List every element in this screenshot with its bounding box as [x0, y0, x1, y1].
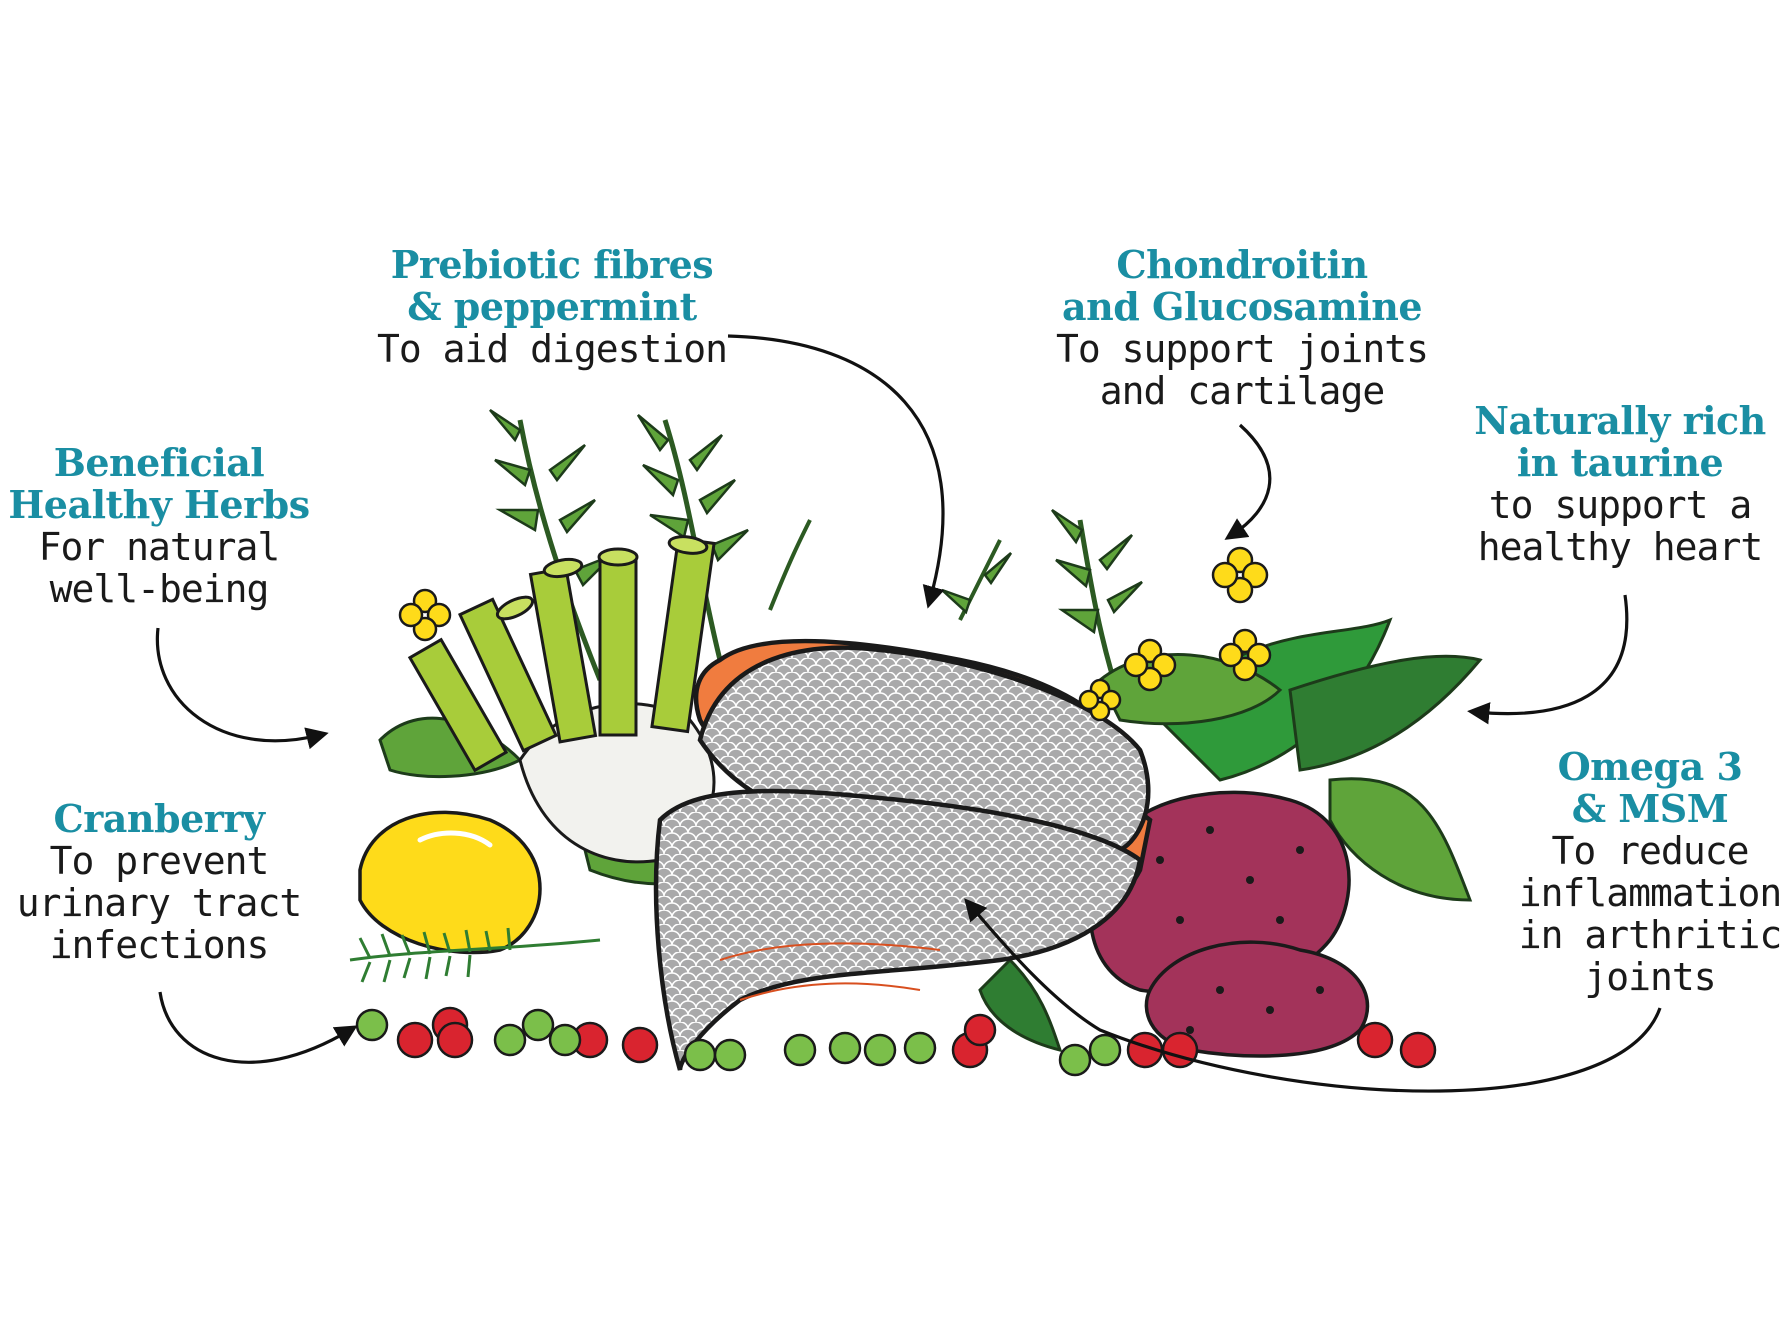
callout-taurine: Naturally rich in taurine to support a h… — [1448, 402, 1792, 570]
yellow-flower — [398, 588, 452, 642]
yellow-flower — [1078, 678, 1122, 722]
arrow-cranberry — [158, 991, 358, 1064]
callout-prebiotic-body-line1: To aid digestion — [376, 327, 728, 371]
callout-cranberry: Cranberry To prevent urinary tract infec… — [0, 800, 318, 968]
callout-prebiotic: Prebiotic fibres & peppermint To aid dig… — [372, 246, 732, 372]
callout-herbs-heading-line2: Healthy Herbs — [8, 482, 310, 527]
callout-arrows — [155, 334, 1662, 1093]
callout-herbs-heading-line1: Beneficial — [53, 440, 265, 485]
callout-herbs-body-line1: For natural — [38, 525, 281, 569]
callout-herbs-body-line2: well-being — [49, 567, 270, 611]
callout-omega-body-line1: To reduce — [1551, 829, 1750, 873]
callout-cranberry-body-line2: urinary tract — [16, 881, 302, 925]
callout-chondroitin-body-line2: and cartilage — [1099, 369, 1385, 413]
green-peas — [355, 1008, 1122, 1077]
callout-chondroitin-heading-line1: Chondroitin — [1116, 242, 1368, 287]
callout-prebiotic-heading-line2: & peppermint — [407, 284, 697, 329]
purple-potato — [1088, 790, 1370, 1058]
yellow-flower — [1218, 628, 1272, 682]
callout-chondroitin: Chondroitin and Glucosamine To support j… — [1040, 246, 1444, 414]
rosemary-sprigs — [489, 408, 1143, 701]
yellow-flower — [1123, 638, 1177, 692]
salmon-fillet — [653, 638, 1153, 1071]
callout-omega-body-line4: joints — [1584, 955, 1716, 999]
arrow-chondroitin — [1224, 423, 1272, 540]
callout-cranberry-heading-line1: Cranberry — [53, 796, 265, 841]
callout-omega-body-line2: inflammation — [1518, 871, 1783, 915]
callout-omega-body-line3: in arthritic — [1518, 913, 1783, 957]
callout-taurine-heading-line1: Naturally rich — [1474, 398, 1766, 443]
callout-herbs: Beneficial Healthy Herbs For natural wel… — [0, 444, 318, 612]
arrow-omega — [964, 898, 1662, 1093]
callout-chondroitin-heading-line2: and Glucosamine — [1061, 284, 1423, 329]
lemon — [358, 810, 542, 955]
cranberries — [396, 1006, 1437, 1069]
arrow-herbs — [155, 627, 329, 750]
callout-taurine-body-line2: healthy heart — [1477, 525, 1763, 569]
callout-taurine-body-line1: to support a — [1488, 483, 1753, 527]
fennel-bulb — [407, 535, 716, 864]
callout-cranberry-body-line1: To prevent — [49, 839, 270, 883]
arrow-taurine — [1467, 594, 1629, 725]
callout-omega: Omega 3 & MSM To reduce inflammation in … — [1508, 748, 1792, 1000]
yellow-flowers — [398, 546, 1272, 722]
dill-sprigs — [349, 927, 601, 983]
yellow-flower — [1211, 546, 1269, 604]
callout-omega-heading-line2: & MSM — [1571, 786, 1729, 831]
arrow-prebiotic — [727, 334, 945, 609]
callout-cranberry-body-line3: infections — [49, 923, 270, 967]
callout-omega-heading-line1: Omega 3 — [1557, 744, 1743, 789]
callout-prebiotic-heading-line1: Prebiotic fibres — [390, 242, 714, 287]
callout-taurine-heading-line2: in taurine — [1516, 440, 1724, 485]
callout-chondroitin-body-line1: To support joints — [1056, 327, 1429, 371]
